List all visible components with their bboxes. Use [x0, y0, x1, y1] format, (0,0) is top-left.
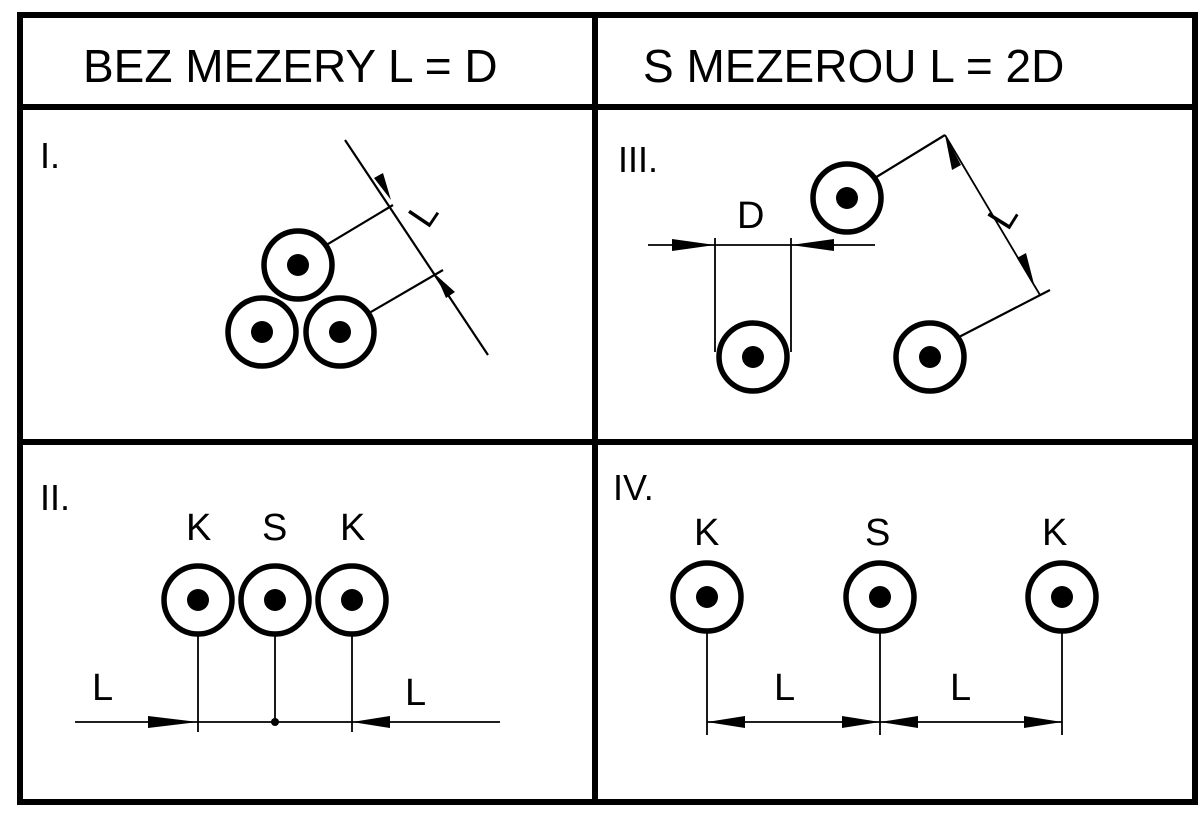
- cable-label-s: S: [865, 512, 890, 554]
- dimension-arrow: [374, 173, 391, 200]
- cable-k-left: [673, 563, 741, 631]
- dimension-arrow: [707, 716, 745, 728]
- panel-ii-numeral: II.: [40, 477, 70, 518]
- cable-label-k-left: K: [186, 507, 211, 549]
- dimension-arrow: [945, 135, 961, 170]
- cable-bottom-left: [228, 298, 296, 366]
- cable-k-right: [318, 566, 386, 634]
- panel-ii: II. K S K L L: [40, 477, 500, 732]
- dimension-arrow: [148, 716, 198, 728]
- panel-iii-dim-top: D: [737, 195, 764, 237]
- panel-ii-dim-right: L: [405, 672, 426, 714]
- table-grid: [17, 12, 1198, 805]
- panel-i-numeral: I.: [40, 135, 60, 176]
- dimension-arrow: [436, 275, 455, 298]
- dimension-arrow: [880, 716, 918, 728]
- cable-s: [846, 563, 914, 631]
- panel-iii: III. D L: [618, 134, 1051, 391]
- outer-border: [17, 12, 1198, 805]
- panel-i: I. L: [40, 135, 489, 366]
- cable-k-left: [164, 566, 232, 634]
- cable-bottom-right: [306, 298, 374, 366]
- cable-k-right: [1028, 563, 1096, 631]
- dimension-arrow: [1024, 716, 1062, 728]
- cable-top: [264, 231, 332, 299]
- cable-lower-left: [719, 323, 787, 391]
- dimension-arrow: [842, 716, 880, 728]
- dimension-arrow: [791, 239, 834, 251]
- dimension-arrow: [1017, 253, 1035, 288]
- dimension-line: [344, 139, 489, 356]
- panel-iii-numeral: III.: [618, 139, 658, 180]
- cable-upper: [813, 164, 881, 232]
- dimension-arrow: [672, 239, 715, 251]
- header-right: S MEZEROU L = 2D: [643, 40, 1064, 92]
- panel-ii-dim-left: L: [92, 667, 113, 709]
- panel-iv-dim-right: L: [950, 667, 971, 709]
- cable-lower-right: [896, 323, 964, 391]
- center-point: [271, 718, 279, 726]
- cable-label-k-left: K: [694, 512, 719, 554]
- panel-iv: IV. K S K L L: [613, 467, 1096, 735]
- cable-s: [241, 566, 309, 634]
- panel-iii-dim-diag: L: [980, 197, 1027, 237]
- cable-label-k-right: K: [340, 507, 365, 549]
- header-left: BEZ MEZERY L = D: [83, 40, 498, 92]
- panel-iv-dim-left: L: [774, 667, 795, 709]
- dimension-arrow: [352, 716, 390, 728]
- panel-i-dim-label: L: [401, 194, 448, 235]
- cable-label-s: S: [262, 507, 287, 549]
- panel-iv-numeral: IV.: [613, 467, 654, 508]
- cable-label-k-right: K: [1042, 512, 1067, 554]
